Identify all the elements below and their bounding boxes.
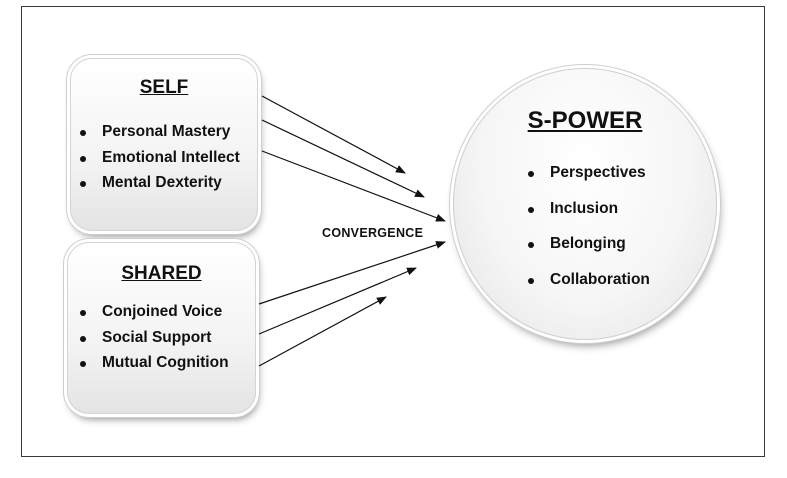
shared-item-conjoined-voice: Conjoined Voice <box>80 303 229 329</box>
convergence-label: CONVERGENCE <box>322 226 424 240</box>
bullet-icon <box>80 181 86 187</box>
arrow-self-1 <box>261 95 406 174</box>
spower-item-inclusion: Inclusion <box>528 199 650 236</box>
self-item-mental-dexterity: Mental Dexterity <box>80 174 240 200</box>
list-item-label: Inclusion <box>550 199 619 217</box>
shared-list: Conjoined Voice Social Support Mutual Co… <box>80 303 229 380</box>
spower-item-collaboration: Collaboration <box>528 270 650 307</box>
bullet-icon <box>80 361 86 367</box>
shared-item-mutual-cognition: Mutual Cognition <box>80 354 229 380</box>
spower-item-belonging: Belonging <box>528 235 650 271</box>
list-item-label: Mutual Cognition <box>102 354 229 371</box>
list-item-label: Conjoined Voice <box>102 303 223 320</box>
spower-list: Perspectives Inclusion Belonging Collabo… <box>528 164 650 307</box>
list-item-label: Emotional Intellect <box>102 148 240 166</box>
arrow-shared-1 <box>258 241 446 305</box>
spower-title: S-POWER <box>527 107 643 134</box>
arrow-shared-3 <box>258 296 387 367</box>
arrow-self-3 <box>261 150 446 222</box>
shared-item-social-support: Social Support <box>80 328 229 355</box>
bullet-icon <box>80 310 86 316</box>
bullet-icon <box>528 171 534 177</box>
bullet-icon <box>80 130 86 136</box>
self-list: Personal Mastery Emotional Intellect Men… <box>80 123 240 200</box>
arrow-shared-2 <box>258 267 417 335</box>
list-item-label: Collaboration <box>550 270 650 288</box>
list-item-label: Belonging <box>550 235 626 252</box>
bullet-icon <box>80 155 86 162</box>
arrow-self-2 <box>261 119 425 198</box>
shared-title: SHARED <box>121 263 202 284</box>
self-item-emotional-intellect: Emotional Intellect <box>80 148 240 175</box>
list-item-label: Mental Dexterity <box>102 174 222 191</box>
spower-circle: S-POWER Perspectives Inclusion Belonging… <box>453 68 717 340</box>
list-item-label: Personal Mastery <box>102 123 231 140</box>
shared-box: SHARED Conjoined Voice Social Support Mu… <box>67 242 256 414</box>
self-box: SELF Personal Mastery Emotional Intellec… <box>70 58 258 231</box>
spower-item-perspectives: Perspectives <box>528 164 650 200</box>
self-title: SELF <box>139 77 189 98</box>
list-item-label: Social Support <box>102 328 212 346</box>
self-item-personal-mastery: Personal Mastery <box>80 123 240 149</box>
list-item-label: Perspectives <box>550 164 646 181</box>
bullet-icon <box>528 206 534 213</box>
bullet-icon <box>80 335 86 342</box>
bullet-icon <box>528 277 534 284</box>
bullet-icon <box>528 242 534 248</box>
